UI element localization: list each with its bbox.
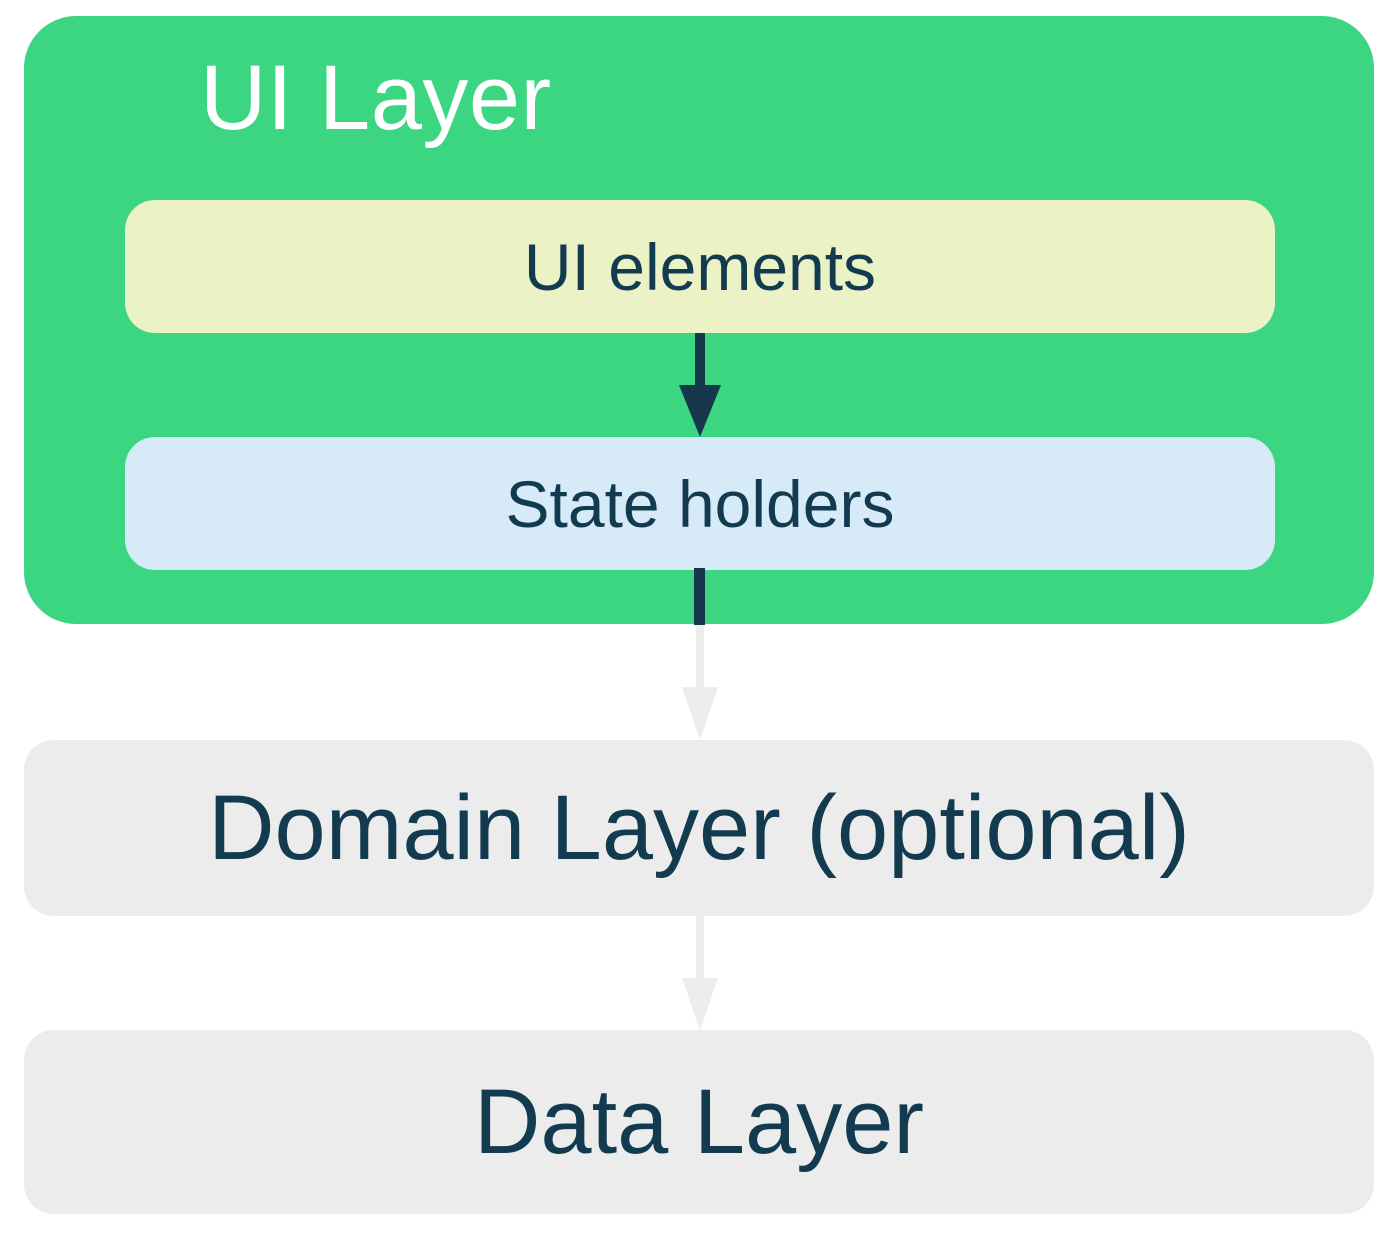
ui-elements-box: UI elements — [125, 200, 1275, 333]
data-layer-label: Data Layer — [473, 1071, 925, 1173]
domain-layer-label: Domain Layer (optional) — [208, 777, 1190, 879]
ui-layer-container: UI Layer UI elements State holders — [24, 16, 1374, 624]
domain-layer-box: Domain Layer (optional) — [24, 740, 1374, 916]
ui-layer-title: UI Layer — [200, 47, 552, 149]
data-layer-box: Data Layer — [24, 1030, 1374, 1214]
ui-elements-label: UI elements — [523, 229, 877, 304]
state-holders-label: State holders — [505, 466, 895, 541]
arrow-domain-to-data-icon — [682, 916, 718, 1030]
state-holders-box: State holders — [125, 437, 1275, 570]
